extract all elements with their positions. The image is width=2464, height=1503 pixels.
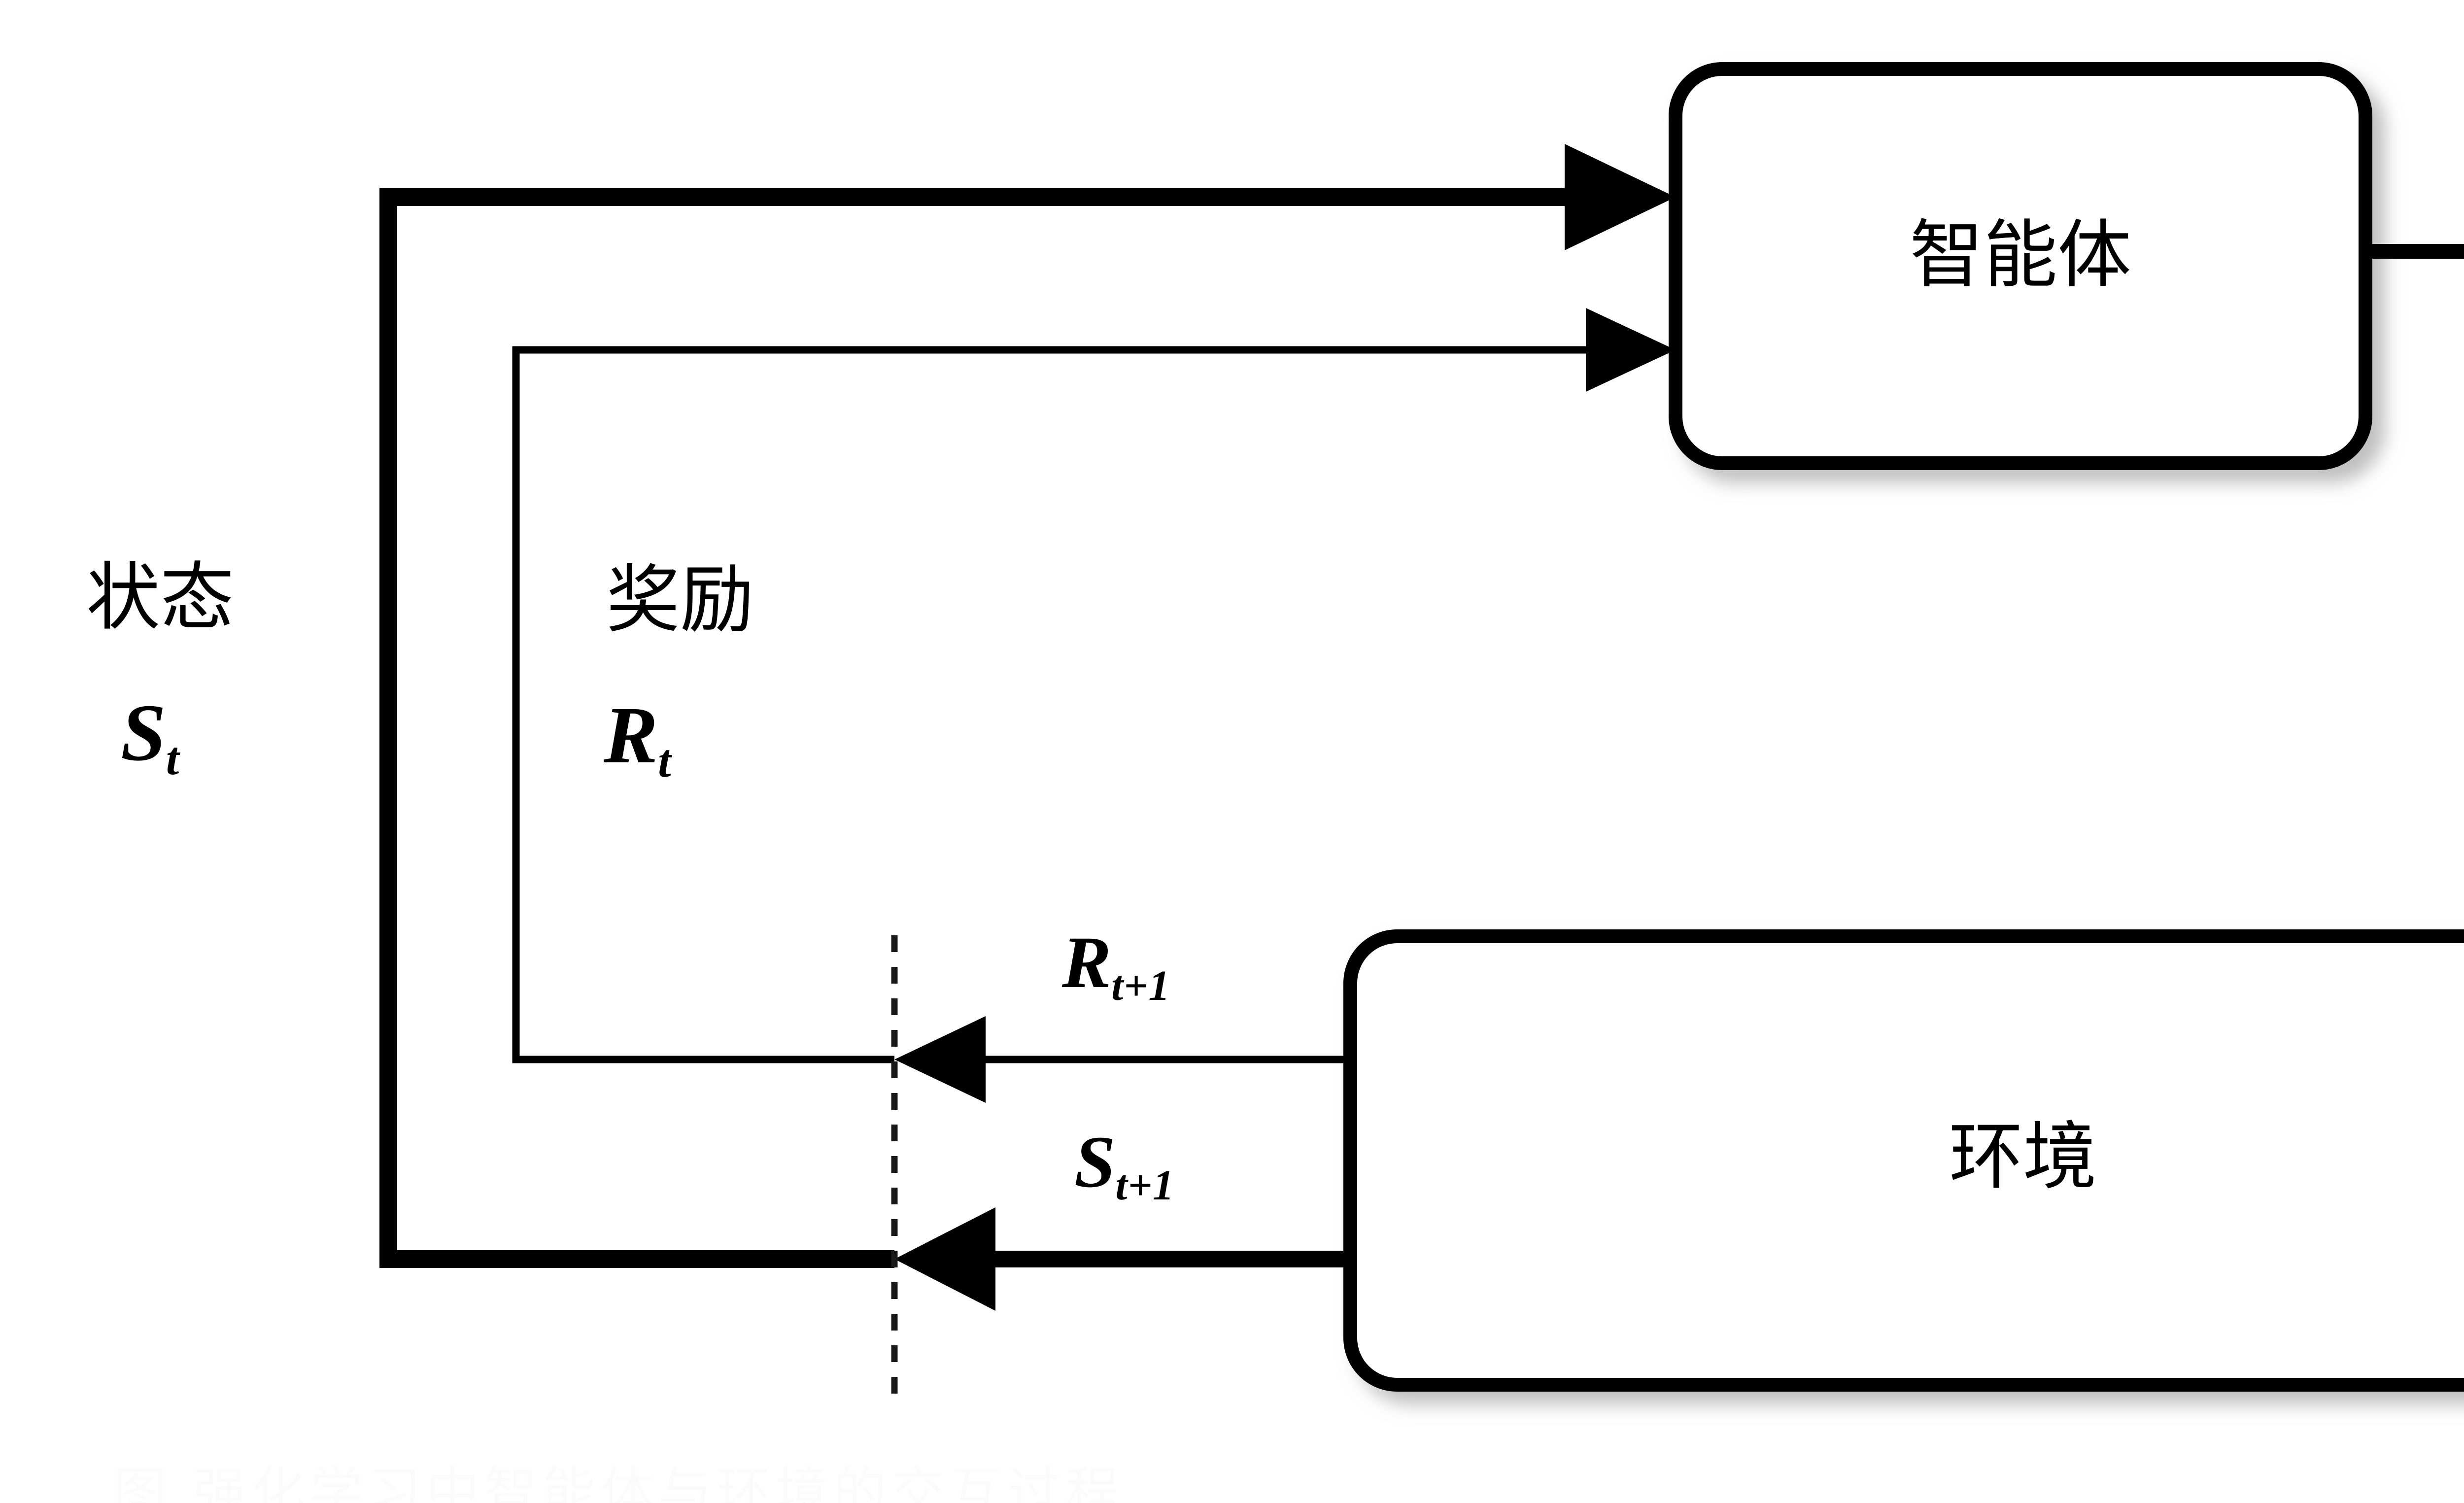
state-feedback-arrowhead: [1565, 144, 1676, 250]
state-next-symbol-base: S: [1074, 1121, 1116, 1203]
state-symbol-base: S: [121, 687, 166, 778]
state-symbol-subscript: t: [166, 732, 180, 785]
state-feedback-line: [379, 188, 1597, 1268]
environment-label: 环境: [1949, 1114, 2097, 1200]
reward-symbol-subscript: t: [658, 734, 672, 787]
agent-box[interactable]: [1669, 62, 2372, 470]
reward-next-arrowhead: [894, 1016, 986, 1103]
environment-box[interactable]: [1343, 929, 2464, 1392]
reward-next-symbol: Rt+1: [1062, 922, 1170, 1008]
reward-next-symbol-subscript: t+1: [1111, 961, 1170, 1010]
state-next-symbol-subscript: t+1: [1115, 1161, 1175, 1209]
reward-next-symbol-base: R: [1062, 922, 1112, 1003]
environment-box-shape[interactable]: [1343, 929, 2464, 1392]
agent-box-shape[interactable]: [1669, 62, 2372, 470]
action-line: [2365, 244, 2464, 259]
state-next-arrowhead: [894, 1207, 995, 1311]
reward-symbol: Rt: [604, 690, 672, 786]
state-next-arrow: [894, 1207, 1350, 1311]
reward-next-arrow: [894, 1016, 1350, 1103]
reward-feedback-line: [512, 346, 1611, 1063]
agent-label: 智能体: [1909, 212, 2131, 298]
figure-caption: 图 强化学习中智能体与环境的交互过程: [113, 1465, 1124, 1503]
reward-label-word: 奖励: [606, 557, 754, 643]
reward-feedback-arrow: [512, 308, 1676, 1063]
reward-symbol-base: R: [604, 690, 658, 780]
state-next-symbol: St+1: [1074, 1121, 1174, 1207]
state-feedback-arrow: [379, 144, 1676, 1268]
state-label-word: 状态: [86, 555, 235, 641]
reward-feedback-arrowhead: [1586, 308, 1676, 392]
state-symbol: St: [121, 687, 179, 783]
